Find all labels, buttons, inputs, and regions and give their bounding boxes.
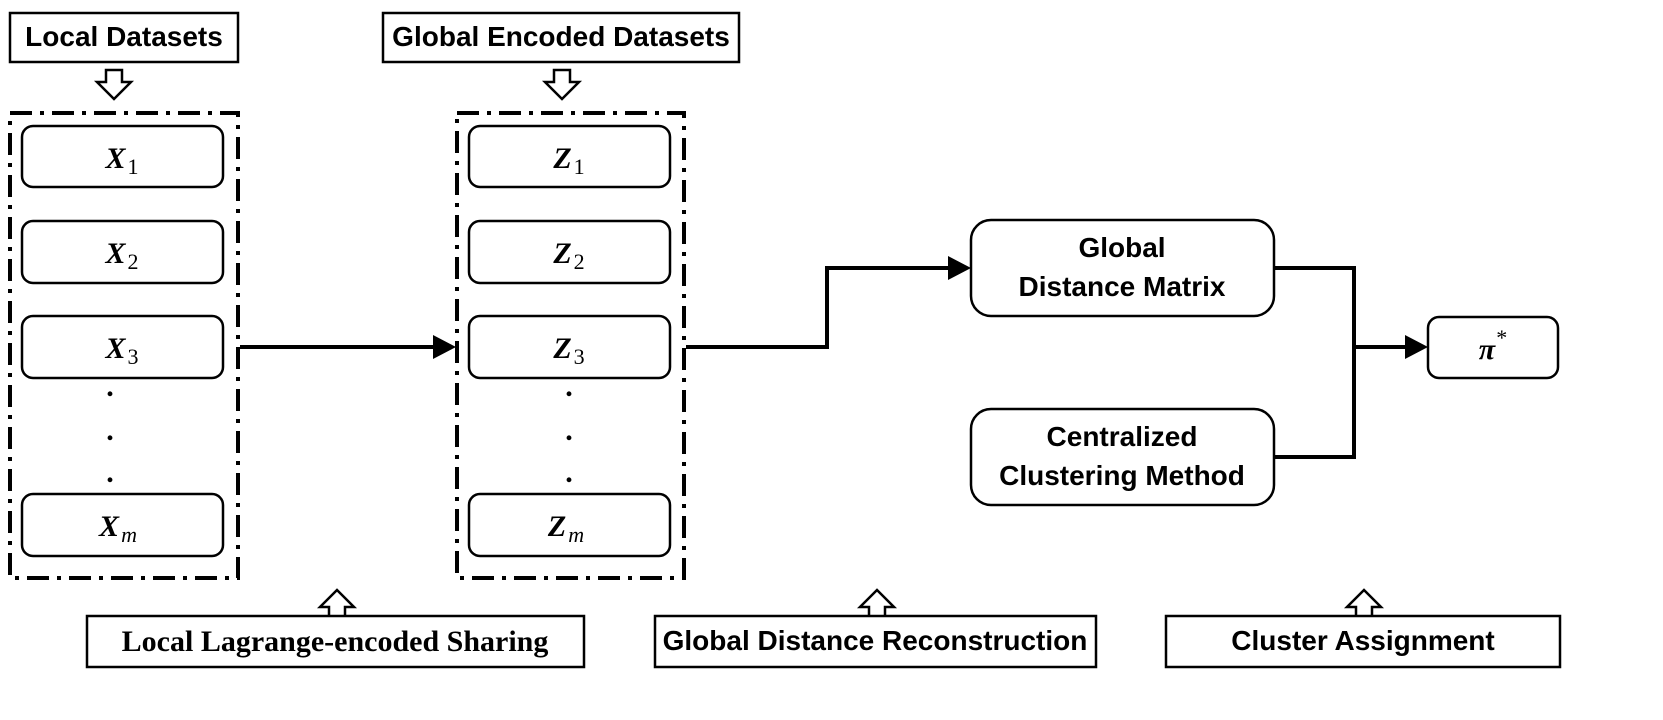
- encoded-dataset-z3: Z3: [467, 314, 672, 380]
- down-arrow-icon: [541, 68, 583, 101]
- encoded-ellipsis: . . .: [565, 370, 573, 489]
- svg-text:Global: Global: [1078, 232, 1165, 263]
- svg-text:.: .: [106, 414, 114, 447]
- svg-text:.: .: [565, 414, 573, 447]
- svg-text:π*: π*: [1479, 325, 1507, 366]
- local-dataset-x3: X3: [20, 314, 225, 380]
- reconstruction-arrow: [686, 256, 971, 349]
- arrowhead-icon: [1405, 335, 1428, 359]
- local-datasets-group: [8, 111, 240, 580]
- svg-text:Z3: Z3: [552, 332, 584, 369]
- local-datasets-label: Local Datasets: [25, 21, 223, 52]
- up-arrow-icon: [1343, 588, 1385, 620]
- up-arrow-icon: [316, 588, 358, 620]
- global-distance-matrix-box: Global Distance Matrix: [969, 218, 1276, 318]
- sharing-arrow: [240, 335, 456, 359]
- svg-text:.: .: [106, 370, 114, 403]
- assignment-connector: [1275, 266, 1428, 459]
- svg-text:.: .: [565, 370, 573, 403]
- output-symbol: π: [1479, 333, 1496, 366]
- svg-text:X1: X1: [104, 142, 138, 179]
- output-box: π*: [1426, 315, 1560, 380]
- encoded-dataset-zm: Zm: [467, 492, 672, 558]
- stage-reconstruction-label: Global Distance Reconstruction: [663, 625, 1088, 656]
- stage-assignment-box: Cluster Assignment: [1164, 614, 1562, 669]
- svg-text:Zm: Zm: [547, 510, 584, 547]
- global-encoded-datasets-header: Global Encoded Datasets: [381, 11, 741, 64]
- output-superscript: *: [1496, 325, 1507, 350]
- svg-text:Centralized: Centralized: [1047, 421, 1198, 452]
- local-dataset-x2: X2: [20, 219, 225, 285]
- svg-text:Xm: Xm: [98, 510, 137, 547]
- local-ellipsis: . . .: [106, 370, 114, 489]
- arrowhead-icon: [433, 335, 456, 359]
- encoded-dataset-z2: Z2: [467, 219, 672, 285]
- svg-text:X2: X2: [104, 237, 138, 274]
- global-encoded-datasets-label: Global Encoded Datasets: [392, 21, 730, 52]
- svg-text:.: .: [565, 456, 573, 489]
- down-arrow-icon: [93, 68, 135, 101]
- svg-text:Z1: Z1: [552, 142, 584, 179]
- svg-text:.: .: [106, 456, 114, 489]
- up-arrow-icon: [856, 588, 898, 620]
- stage-reconstruction-box: Global Distance Reconstruction: [653, 614, 1098, 669]
- svg-text:Distance Matrix: Distance Matrix: [1019, 271, 1226, 302]
- stage-assignment-label: Cluster Assignment: [1231, 625, 1494, 656]
- arrowhead-icon: [948, 256, 971, 280]
- svg-text:X3: X3: [104, 332, 138, 369]
- centralized-clustering-box: Centralized Clustering Method: [969, 407, 1276, 507]
- local-datasets-header: Local Datasets: [8, 11, 240, 64]
- stage-sharing-label: Local Lagrange-encoded Sharing: [122, 625, 549, 658]
- stage-sharing-box: Local Lagrange-encoded Sharing: [85, 614, 586, 669]
- svg-text:Clustering Method: Clustering Method: [999, 460, 1245, 491]
- local-dataset-x1: X1: [20, 124, 225, 189]
- encoded-dataset-z1: Z1: [467, 124, 672, 189]
- svg-text:Z2: Z2: [552, 237, 584, 274]
- local-dataset-xm: Xm: [20, 492, 225, 558]
- encoded-datasets-group: [455, 111, 686, 580]
